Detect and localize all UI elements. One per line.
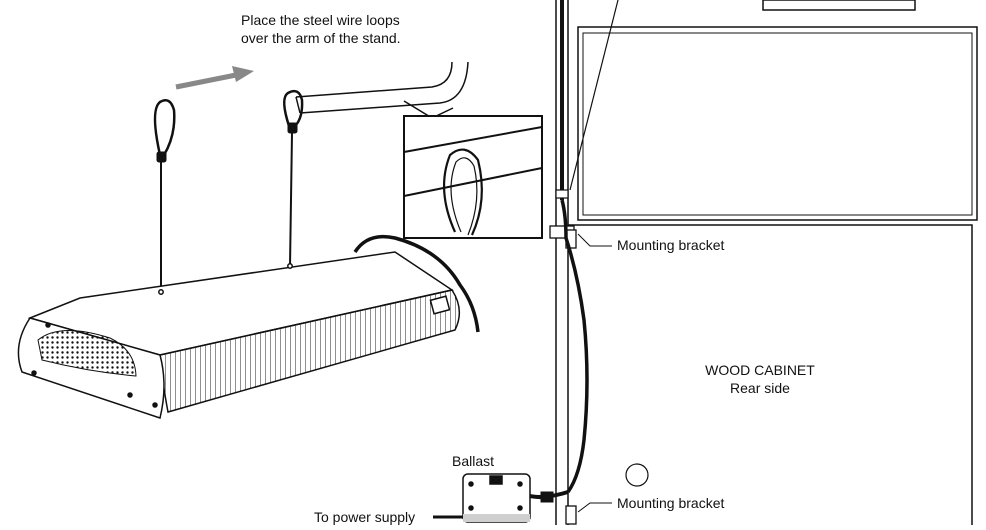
upper-bracket-label: Mounting bracket <box>617 237 725 253</box>
cabinet-subtitle: Rear side <box>730 380 790 396</box>
wood-cabinet <box>568 224 973 525</box>
stand-arm <box>295 61 469 114</box>
stand-post <box>555 0 569 525</box>
ballast <box>433 473 531 523</box>
ballast-label: Ballast <box>452 453 495 469</box>
instruction-line-2: over the arm of the stand. <box>241 30 401 46</box>
direction-arrow <box>175 66 254 90</box>
left-wire-loop <box>153 99 176 290</box>
lower-mounting-bracket <box>565 502 612 525</box>
instruction-line-1: Place the steel wire loops <box>241 12 400 28</box>
lower-bracket-label: Mounting bracket <box>617 495 725 511</box>
cabinet-title: WOOD CABINET <box>705 362 815 378</box>
aquarium-frame <box>569 0 978 221</box>
detail-callout <box>403 100 543 239</box>
upper-mounting-bracket <box>549 225 612 249</box>
light-fixture <box>17 234 480 419</box>
power-supply-label: To power supply <box>314 509 416 525</box>
right-wire-loop <box>283 89 304 267</box>
